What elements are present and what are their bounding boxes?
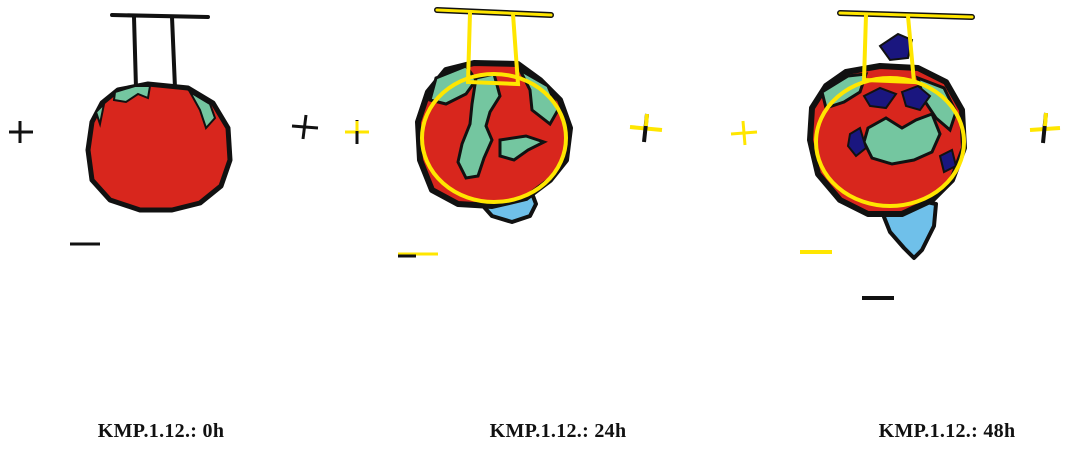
dark-blue-region — [846, 126, 868, 158]
dark-blue-region — [862, 86, 898, 110]
green-region — [112, 85, 152, 104]
plus-sign — [291, 114, 319, 140]
dark-blue-region — [938, 148, 958, 174]
electrode-holder-overlay — [434, 7, 554, 87]
dark-blue-region — [900, 84, 932, 112]
panel-caption-24h: KMP.1.12.: 24h — [489, 420, 627, 442]
plus-sign — [345, 120, 369, 144]
plus-sign — [730, 120, 758, 146]
plus-sign — [629, 113, 663, 143]
green-region — [187, 89, 217, 130]
plus-sign — [9, 121, 33, 143]
dark-blue-region — [878, 32, 914, 62]
overlay-outline — [814, 76, 966, 208]
panel-0h — [9, 13, 319, 246]
panel-caption-0h: KMP.1.12.: 0h — [97, 420, 225, 442]
minus-sign — [398, 252, 438, 258]
green-region — [456, 72, 502, 180]
panel-48h — [730, 10, 1061, 300]
electrode-holder-overlay — [837, 10, 975, 85]
green-region — [94, 100, 106, 128]
panel-24h — [345, 7, 663, 258]
tumor-body — [85, 81, 233, 213]
panel-caption-48h: KMP.1.12.: 48h — [878, 420, 1016, 442]
green-region — [862, 112, 942, 166]
overlay-outline — [420, 72, 568, 204]
plus-sign — [1029, 112, 1061, 144]
electrode-holder — [110, 13, 210, 90]
green-region — [498, 134, 548, 162]
